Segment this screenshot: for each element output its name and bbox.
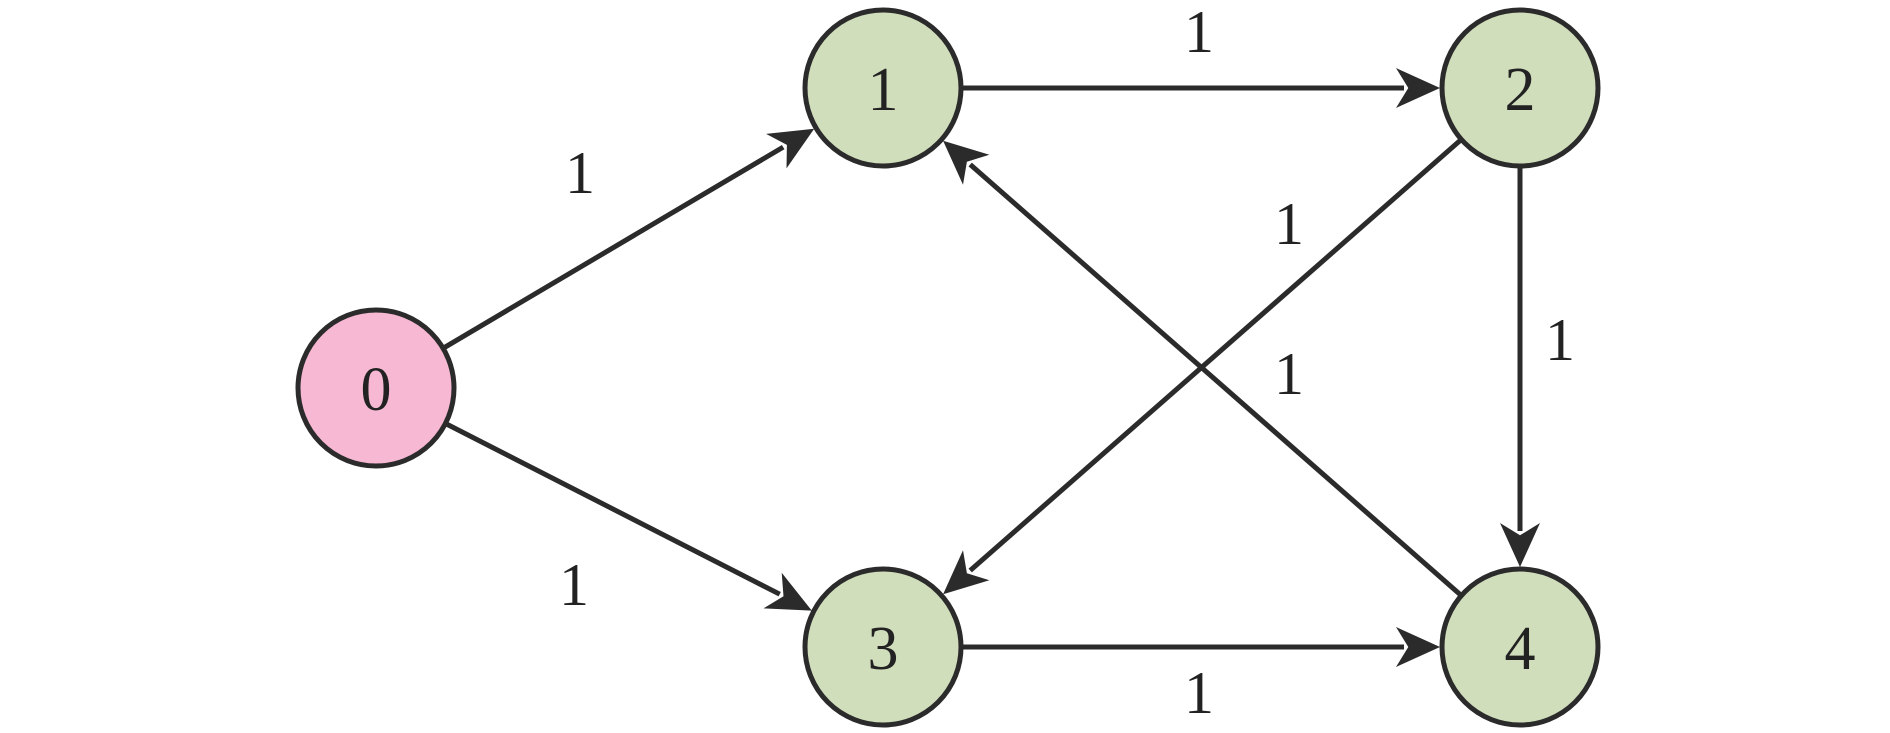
edge-line bbox=[968, 162, 1464, 598]
node-0: 0 bbox=[295, 307, 457, 469]
arrowhead-icon bbox=[1396, 68, 1440, 108]
edge-line bbox=[444, 421, 781, 597]
edge-weight-0-1: 1 bbox=[565, 140, 595, 206]
node-1: 1 bbox=[802, 7, 964, 169]
edge-weight-1-2: 1 bbox=[1184, 0, 1214, 65]
node-label: 0 bbox=[361, 356, 392, 424]
node-circle bbox=[295, 307, 457, 469]
edge-2-4 bbox=[1500, 166, 1540, 567]
arrowhead-icon bbox=[1396, 627, 1440, 667]
edge-line bbox=[441, 144, 785, 351]
arrowhead-icon bbox=[766, 128, 815, 169]
arrowhead-icon bbox=[763, 572, 812, 611]
edge-line bbox=[968, 137, 1464, 573]
arrowhead-icon bbox=[1500, 523, 1540, 567]
node-circle bbox=[802, 7, 964, 169]
edge-weight-2-3: 1 bbox=[1274, 191, 1304, 257]
node-label: 4 bbox=[1505, 615, 1536, 683]
node-circle bbox=[1439, 566, 1601, 728]
weights-layer: 1 1 1 1 1 1 1 bbox=[559, 0, 1575, 726]
node-circle bbox=[1439, 7, 1601, 169]
arrowhead-icon bbox=[943, 140, 990, 185]
edge-weight-4-1: 1 bbox=[1274, 341, 1304, 407]
edge-weight-2-4: 1 bbox=[1545, 307, 1575, 373]
edges-layer bbox=[441, 68, 1540, 667]
edge-0-1 bbox=[441, 128, 815, 351]
node-label: 2 bbox=[1505, 56, 1536, 124]
edge-2-3 bbox=[943, 137, 1464, 595]
node-3: 3 bbox=[802, 566, 964, 728]
edge-1-2 bbox=[961, 68, 1440, 108]
edge-0-3 bbox=[444, 421, 812, 611]
node-4: 4 bbox=[1439, 566, 1601, 728]
node-circle bbox=[802, 566, 964, 728]
node-label: 3 bbox=[868, 615, 899, 683]
nodes-layer: 0 1 2 3 4 bbox=[295, 7, 1601, 728]
edge-3-4 bbox=[961, 627, 1440, 667]
node-label: 1 bbox=[868, 56, 899, 124]
edge-weight-3-4: 1 bbox=[1184, 660, 1214, 726]
node-2: 2 bbox=[1439, 7, 1601, 169]
arrowhead-icon bbox=[943, 550, 990, 595]
edge-4-1 bbox=[943, 140, 1464, 598]
edge-weight-0-3: 1 bbox=[559, 552, 589, 618]
